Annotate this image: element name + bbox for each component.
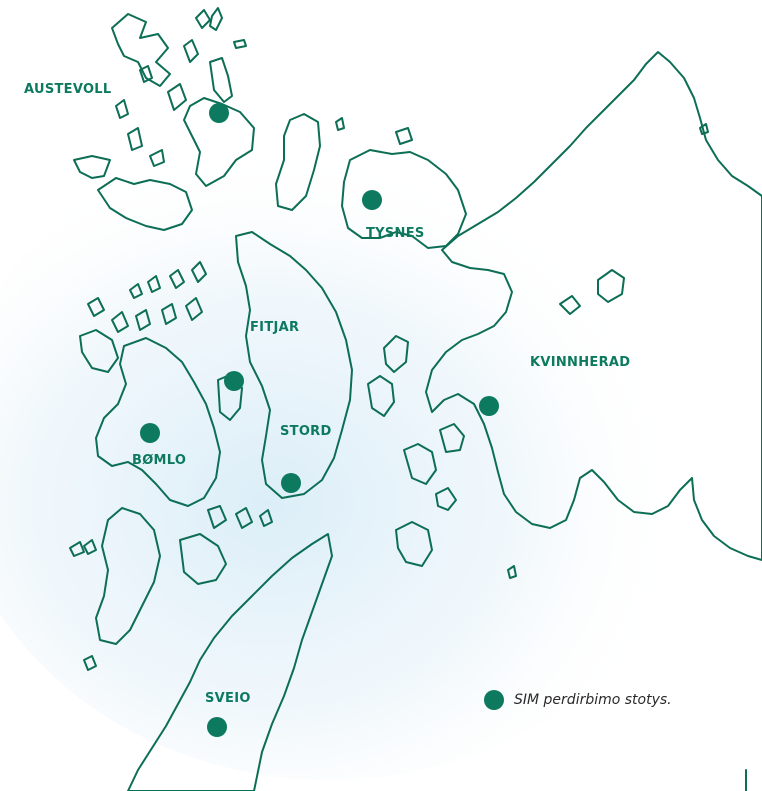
islet xyxy=(209,7,223,31)
region-label-stord: STORD xyxy=(280,424,332,439)
island-stord xyxy=(235,231,353,499)
islet xyxy=(147,275,161,293)
islet xyxy=(507,565,517,579)
islet xyxy=(559,295,581,315)
island-austevoll-north xyxy=(111,13,171,87)
islet xyxy=(383,335,409,373)
mainland-kvinnherad xyxy=(425,51,762,561)
circle-marker-icon[interactable] xyxy=(479,396,499,416)
islet xyxy=(699,123,709,135)
islet xyxy=(439,423,465,453)
islet xyxy=(135,309,151,331)
island-bomlo xyxy=(95,337,221,507)
legend-text: SIM perdirbimo stotys. xyxy=(514,692,672,708)
islet xyxy=(129,283,143,299)
region-label-kvinnherad: KVINNHERAD xyxy=(530,355,631,370)
islet xyxy=(183,39,199,63)
region-label-fitjar: FITJAR xyxy=(250,320,300,335)
circle-marker-icon[interactable] xyxy=(207,717,227,737)
peninsula-sveio xyxy=(127,533,333,791)
islet xyxy=(69,541,85,557)
region-label-sveio: SVEIO xyxy=(205,691,251,706)
islet xyxy=(169,269,185,289)
islet xyxy=(185,297,203,321)
islet xyxy=(207,505,227,529)
sea-shading xyxy=(0,120,710,780)
islet xyxy=(83,539,97,555)
islet xyxy=(235,507,253,529)
region-label-bomlo: BØMLO xyxy=(132,453,187,468)
islet xyxy=(335,117,345,131)
island-bomlo-south xyxy=(179,533,227,585)
islet xyxy=(395,127,413,145)
region-label-tysnes: TYSNES xyxy=(366,226,425,241)
circle-marker-icon xyxy=(484,690,504,710)
islet xyxy=(161,303,177,325)
islet xyxy=(87,297,105,317)
circle-marker-icon[interactable] xyxy=(209,103,229,123)
islet xyxy=(259,509,273,527)
island-austevoll-south xyxy=(97,177,193,231)
region-label-austevoll: AUSTEVOLL xyxy=(24,82,112,97)
circle-marker-icon[interactable] xyxy=(224,371,244,391)
islet xyxy=(111,311,129,333)
islet xyxy=(435,487,457,511)
islet xyxy=(149,149,165,167)
islet xyxy=(597,269,625,303)
islet xyxy=(139,65,153,83)
circle-marker-icon[interactable] xyxy=(362,190,382,210)
islet xyxy=(233,39,247,49)
map-legend: SIM perdirbimo stotys. xyxy=(484,690,672,710)
circle-marker-icon[interactable] xyxy=(140,423,160,443)
island-bomlo-north xyxy=(79,329,119,373)
island-reksteren xyxy=(275,113,321,211)
islet xyxy=(83,655,97,671)
islet xyxy=(403,443,437,485)
islet xyxy=(127,127,143,151)
islet xyxy=(167,83,187,111)
circle-marker-icon[interactable] xyxy=(281,473,301,493)
islet xyxy=(367,375,395,417)
island-austevoll-ridge xyxy=(209,57,233,103)
islet xyxy=(395,521,433,567)
islet xyxy=(195,9,211,29)
islet xyxy=(73,155,111,179)
islet xyxy=(191,261,207,283)
islet xyxy=(115,99,129,119)
island-bomlo-southwest xyxy=(95,507,161,645)
